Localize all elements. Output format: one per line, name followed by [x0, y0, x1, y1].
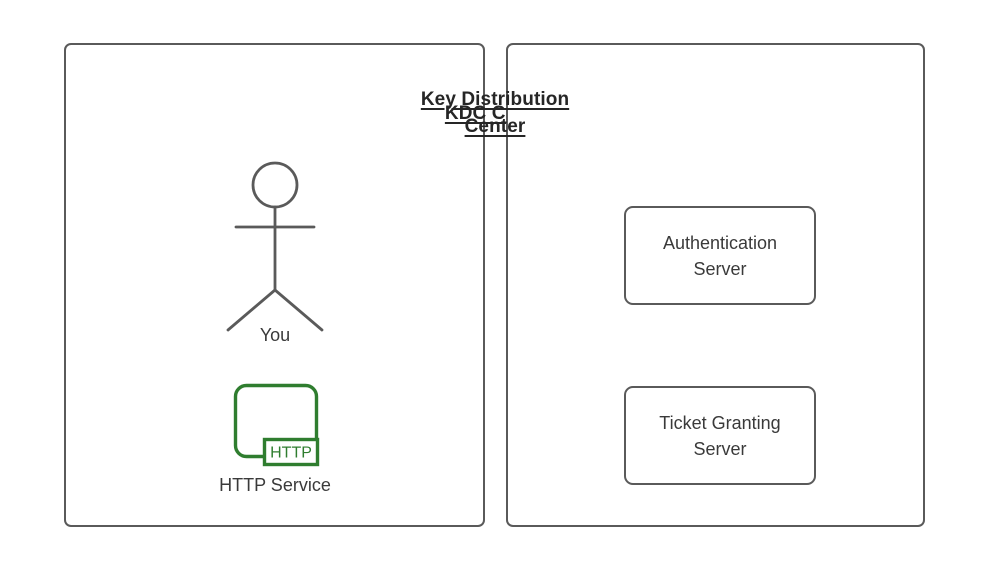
svg-text:HTTP: HTTP — [270, 445, 312, 462]
http-service-icon: HTTP — [226, 378, 326, 470]
panel-kdc-title-line2: Center — [464, 116, 526, 137]
stick-figure-icon — [215, 155, 335, 345]
ticket-granting-server-box: Ticket Granting Server — [624, 386, 816, 485]
authentication-server-box: Authentication Server — [624, 206, 816, 305]
panel-kdc-title-line1: Key Distribution — [420, 89, 570, 110]
service-label-http: HTTP Service — [219, 475, 331, 495]
actor-label-you: You — [259, 325, 291, 345]
